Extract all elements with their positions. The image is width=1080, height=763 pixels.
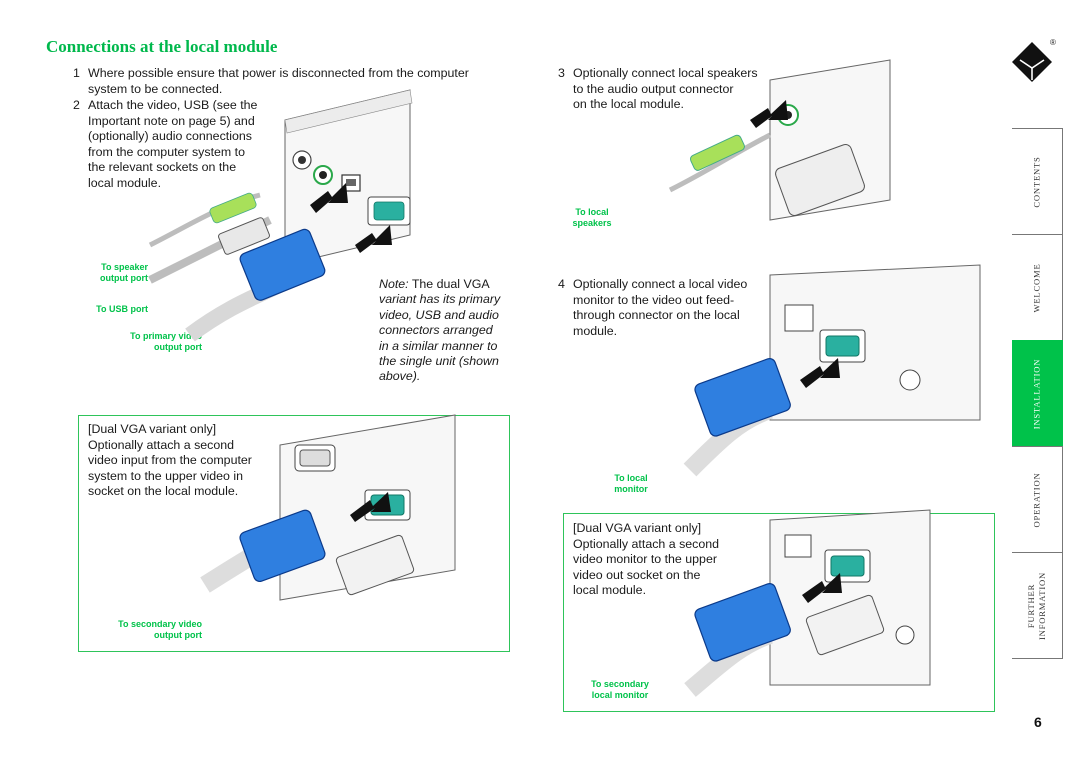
- step-line: Attach the video, USB (see the: [88, 98, 258, 112]
- note-line: connectors arranged: [379, 323, 493, 338]
- step-number: 3: [558, 66, 565, 80]
- illustration-local-monitor: [683, 264, 981, 477]
- step-number: 2: [73, 98, 80, 112]
- illustration-module-connections: [148, 89, 413, 342]
- step-line: from the computer system to: [88, 144, 246, 159]
- note-line: the single unit (shown: [379, 354, 499, 369]
- label-secondary-monitor: To secondary local monitor: [580, 679, 660, 701]
- label-line: monitor: [614, 484, 648, 494]
- label-line: To secondary: [591, 679, 649, 689]
- label-primary-video: To primary video output port: [90, 331, 202, 353]
- illustration-dual-vga-input: [200, 414, 456, 601]
- note-line: in a similar manner to: [379, 338, 498, 353]
- illustration-dual-vga-monitor: [684, 509, 931, 697]
- step-2: 2 Attach the video, USB (see the Importa…: [73, 98, 278, 192]
- label-line: output port: [100, 273, 148, 283]
- dual-vga-note: Note: The dual VGA variant has its prima…: [379, 277, 514, 385]
- box-line: [Dual VGA variant only]: [573, 521, 702, 535]
- step-number: 1: [73, 66, 80, 80]
- dual-vga-box-input-text: [Dual VGA variant only] Optionally attac…: [88, 422, 278, 500]
- note-prefix: Note:: [379, 277, 409, 291]
- step-line: the relevant sockets on the: [88, 160, 237, 175]
- step-line: to the audio output connector: [573, 81, 734, 96]
- tab-further-information[interactable]: FURTHER INFORMATION: [1012, 552, 1063, 659]
- step-line: through connector on the local: [573, 308, 740, 323]
- tab-label: CONTENTS: [1031, 155, 1042, 208]
- note-line: The dual VGA: [408, 277, 490, 291]
- label-local-speakers: To local speakers: [562, 207, 622, 229]
- page-number: 6: [1034, 714, 1042, 730]
- dual-vga-box-input: [78, 415, 510, 652]
- step-line: system to be connected.: [88, 81, 223, 96]
- step-line: local module.: [88, 175, 162, 190]
- note-line: variant has its primary: [379, 292, 501, 307]
- box-line: video out socket on the: [573, 567, 701, 582]
- blackbox-logo-icon: [1012, 42, 1052, 82]
- box-line: video monitor to the upper: [573, 552, 717, 567]
- step-line: Optionally connect local speakers: [573, 66, 758, 80]
- label-line: local monitor: [591, 690, 649, 700]
- box-line: system to the upper video in: [88, 468, 243, 483]
- note-line: video, USB and audio: [379, 307, 499, 322]
- tab-operation[interactable]: OPERATION: [1012, 446, 1063, 553]
- box-line: Optionally attach a second: [88, 437, 235, 452]
- step-number: 4: [558, 277, 565, 291]
- label-line: speakers: [572, 218, 612, 228]
- step-4: 4 Optionally connect a local video monit…: [558, 277, 773, 339]
- box-line: socket on the local module.: [88, 484, 239, 499]
- step-line: Optionally connect a local video: [573, 277, 748, 291]
- registered-mark: ®: [1050, 38, 1056, 47]
- step-line: Important note on page 5) and: [88, 113, 255, 128]
- label-line: To local: [614, 473, 648, 483]
- label-secondary-video: To secondary video output port: [90, 619, 202, 641]
- tab-label: OPERATION: [1031, 472, 1042, 527]
- step-3: 3 Optionally connect local speakers to t…: [558, 66, 773, 113]
- illustration-local-speakers: [668, 59, 891, 221]
- box-line: [Dual VGA variant only]: [88, 422, 217, 436]
- label-line: output port: [154, 342, 202, 352]
- label-line: To primary video: [130, 331, 202, 341]
- step-line: (optionally) audio connections: [88, 129, 252, 144]
- page-title: Connections at the local module: [46, 37, 278, 56]
- tab-label: INSTALLATION: [1031, 358, 1042, 429]
- note-line: above).: [379, 369, 421, 384]
- label-line: To speaker: [101, 262, 148, 272]
- tab-label: FURTHER INFORMATION: [1026, 571, 1047, 640]
- box-line: video input from the computer: [88, 453, 252, 468]
- label-speaker-port: To speaker output port: [60, 262, 148, 284]
- box-line: Optionally attach a second: [573, 536, 720, 551]
- step-line: module.: [573, 323, 618, 338]
- label-local-monitor: To local monitor: [600, 473, 662, 495]
- dual-vga-box-monitor-text: [Dual VGA variant only] Optionally attac…: [573, 521, 763, 599]
- label-line: output port: [154, 630, 202, 640]
- tab-welcome[interactable]: WELCOME: [1012, 234, 1063, 341]
- step-line: Where possible ensure that power is disc…: [88, 66, 469, 80]
- step-1: 1 Where possible ensure that power is di…: [73, 66, 488, 97]
- tab-label: WELCOME: [1031, 262, 1042, 313]
- dual-vga-box-monitor: [563, 513, 995, 712]
- box-line: local module.: [573, 583, 647, 598]
- step-line: monitor to the video out feed-: [573, 292, 735, 307]
- tab-installation[interactable]: INSTALLATION: [1012, 340, 1063, 447]
- step-line: on the local module.: [573, 97, 684, 112]
- label-usb-port: To USB port: [96, 304, 148, 314]
- label-line: To secondary video: [118, 619, 202, 629]
- tab-contents[interactable]: CONTENTS: [1012, 128, 1063, 235]
- label-line: To local: [575, 207, 609, 217]
